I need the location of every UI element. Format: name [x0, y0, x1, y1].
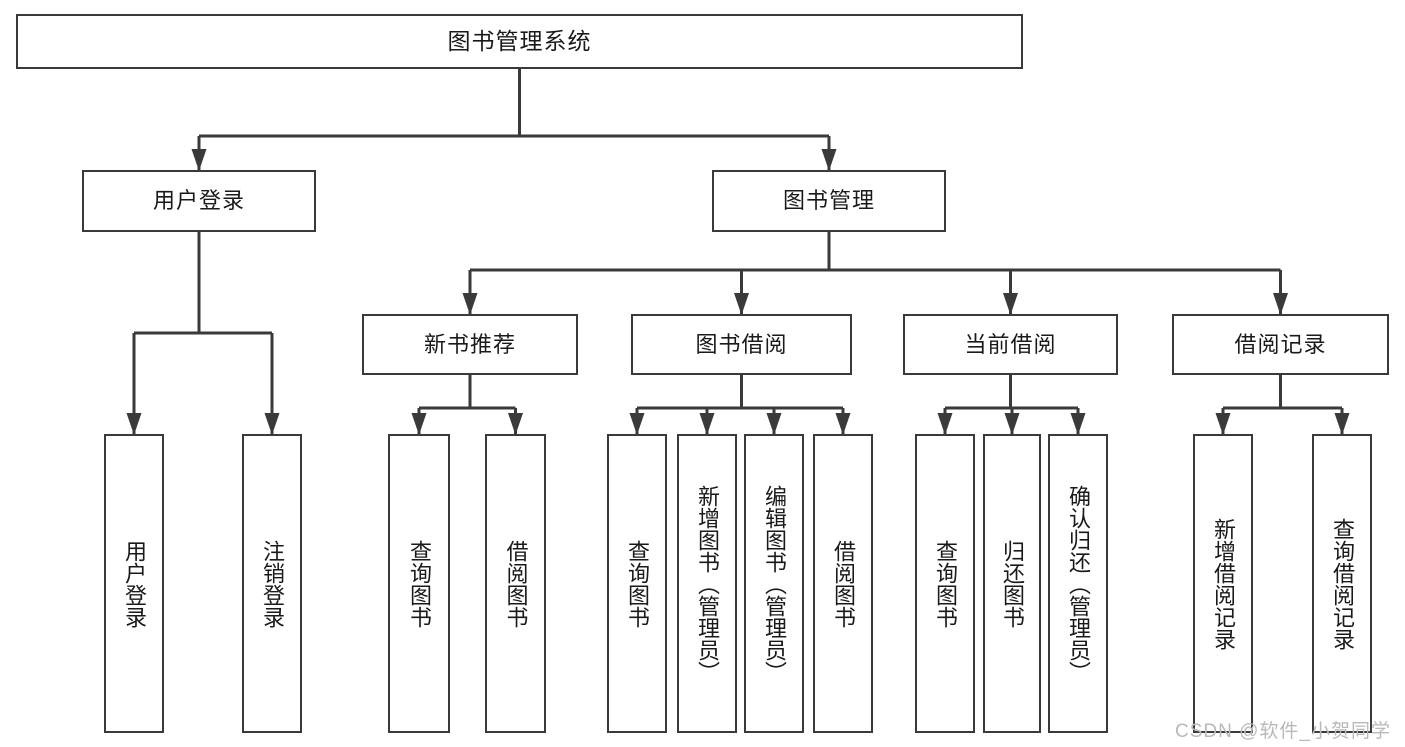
node-label: 查询图书: [624, 539, 650, 628]
node-book-management[interactable]: 图书管理: [712, 170, 946, 232]
node-label: 编辑图书（管理员）: [761, 484, 787, 683]
arrow-head-leaf-query-book-current: [937, 413, 953, 435]
arrow-head-leaf-logout-login: [264, 413, 280, 435]
arrow-head-leaf-user-login: [126, 413, 142, 435]
arrow-head-leaf-add-book: [699, 413, 715, 435]
node-leaf-user-login[interactable]: 用户登录: [104, 434, 164, 733]
node-leaf-add-borrow-record[interactable]: 新增借阅记录: [1193, 434, 1253, 733]
node-label: 查询图书: [406, 539, 432, 628]
node-label: 当前借阅: [964, 331, 1057, 357]
arrow-head-borrow-records: [1273, 293, 1288, 315]
arrow-head-new-book-recommend: [462, 293, 478, 315]
node-label: 新增图书（管理员）: [694, 484, 720, 683]
watermark: CSDN @软件_小贺同学: [1175, 721, 1391, 742]
node-new-book-recommend[interactable]: 新书推荐: [362, 314, 578, 375]
node-leaf-query-book-recommend[interactable]: 查询图书: [388, 434, 450, 733]
node-leaf-query-book-borrow[interactable]: 查询图书: [607, 434, 667, 733]
arrow-head-leaf-query-book-borrow: [629, 413, 645, 435]
node-label: 查询图书: [932, 539, 958, 628]
node-user-login[interactable]: 用户登录: [82, 170, 316, 232]
node-leaf-edit-book[interactable]: 编辑图书（管理员）: [744, 434, 804, 733]
arrow-head-leaf-query-borrow-record: [1334, 413, 1350, 435]
arrow-head-book-borrow: [734, 293, 749, 315]
arrow-head-leaf-confirm-return: [1070, 413, 1086, 435]
arrow-head-book-management: [821, 149, 837, 171]
node-label: 确认归还（管理员）: [1065, 484, 1091, 683]
node-label: 用户登录: [152, 188, 245, 214]
arrow-head-leaf-return-book: [1004, 413, 1020, 435]
arrow-head-leaf-add-borrow-record: [1215, 413, 1231, 435]
node-leaf-add-book[interactable]: 新增图书（管理员）: [677, 434, 737, 733]
node-label: 新增借阅记录: [1210, 517, 1236, 650]
node-leaf-query-book-current[interactable]: 查询图书: [915, 434, 975, 733]
node-label: 图书管理: [782, 188, 875, 214]
arrow-head-user-login: [191, 149, 207, 171]
node-label: 图书借阅: [695, 331, 788, 357]
arrow-head-leaf-edit-book: [766, 413, 782, 435]
node-label: 归还图书: [999, 539, 1025, 628]
arrow-head-leaf-borrow-book: [835, 413, 851, 435]
arrow-head-leaf-borrow-book-recommend: [508, 413, 523, 435]
node-leaf-borrow-book[interactable]: 借阅图书: [813, 434, 873, 733]
node-label: 注销登录: [259, 539, 285, 628]
node-current-borrow[interactable]: 当前借阅: [903, 314, 1118, 375]
node-leaf-confirm-return[interactable]: 确认归还（管理员）: [1048, 434, 1108, 733]
node-label: 借阅记录: [1234, 331, 1327, 357]
node-label: 借阅图书: [830, 539, 856, 628]
node-leaf-return-book[interactable]: 归还图书: [983, 434, 1041, 733]
node-leaf-logout-login[interactable]: 注销登录: [242, 434, 302, 733]
node-root[interactable]: 图书管理系统: [16, 14, 1023, 69]
arrow-head-leaf-query-book-recommend: [411, 413, 427, 435]
node-book-borrow[interactable]: 图书借阅: [631, 314, 852, 375]
node-label: 用户登录: [121, 539, 147, 628]
node-label: 图书管理系统: [447, 28, 592, 55]
arrow-head-current-borrow: [1003, 293, 1018, 315]
node-leaf-query-borrow-record[interactable]: 查询借阅记录: [1312, 434, 1372, 733]
node-label: 查询借阅记录: [1329, 517, 1355, 650]
node-label: 新书推荐: [423, 331, 516, 357]
node-leaf-borrow-book-recommend[interactable]: 借阅图书: [485, 434, 546, 733]
node-borrow-records[interactable]: 借阅记录: [1172, 314, 1389, 375]
node-label: 借阅图书: [503, 539, 529, 628]
